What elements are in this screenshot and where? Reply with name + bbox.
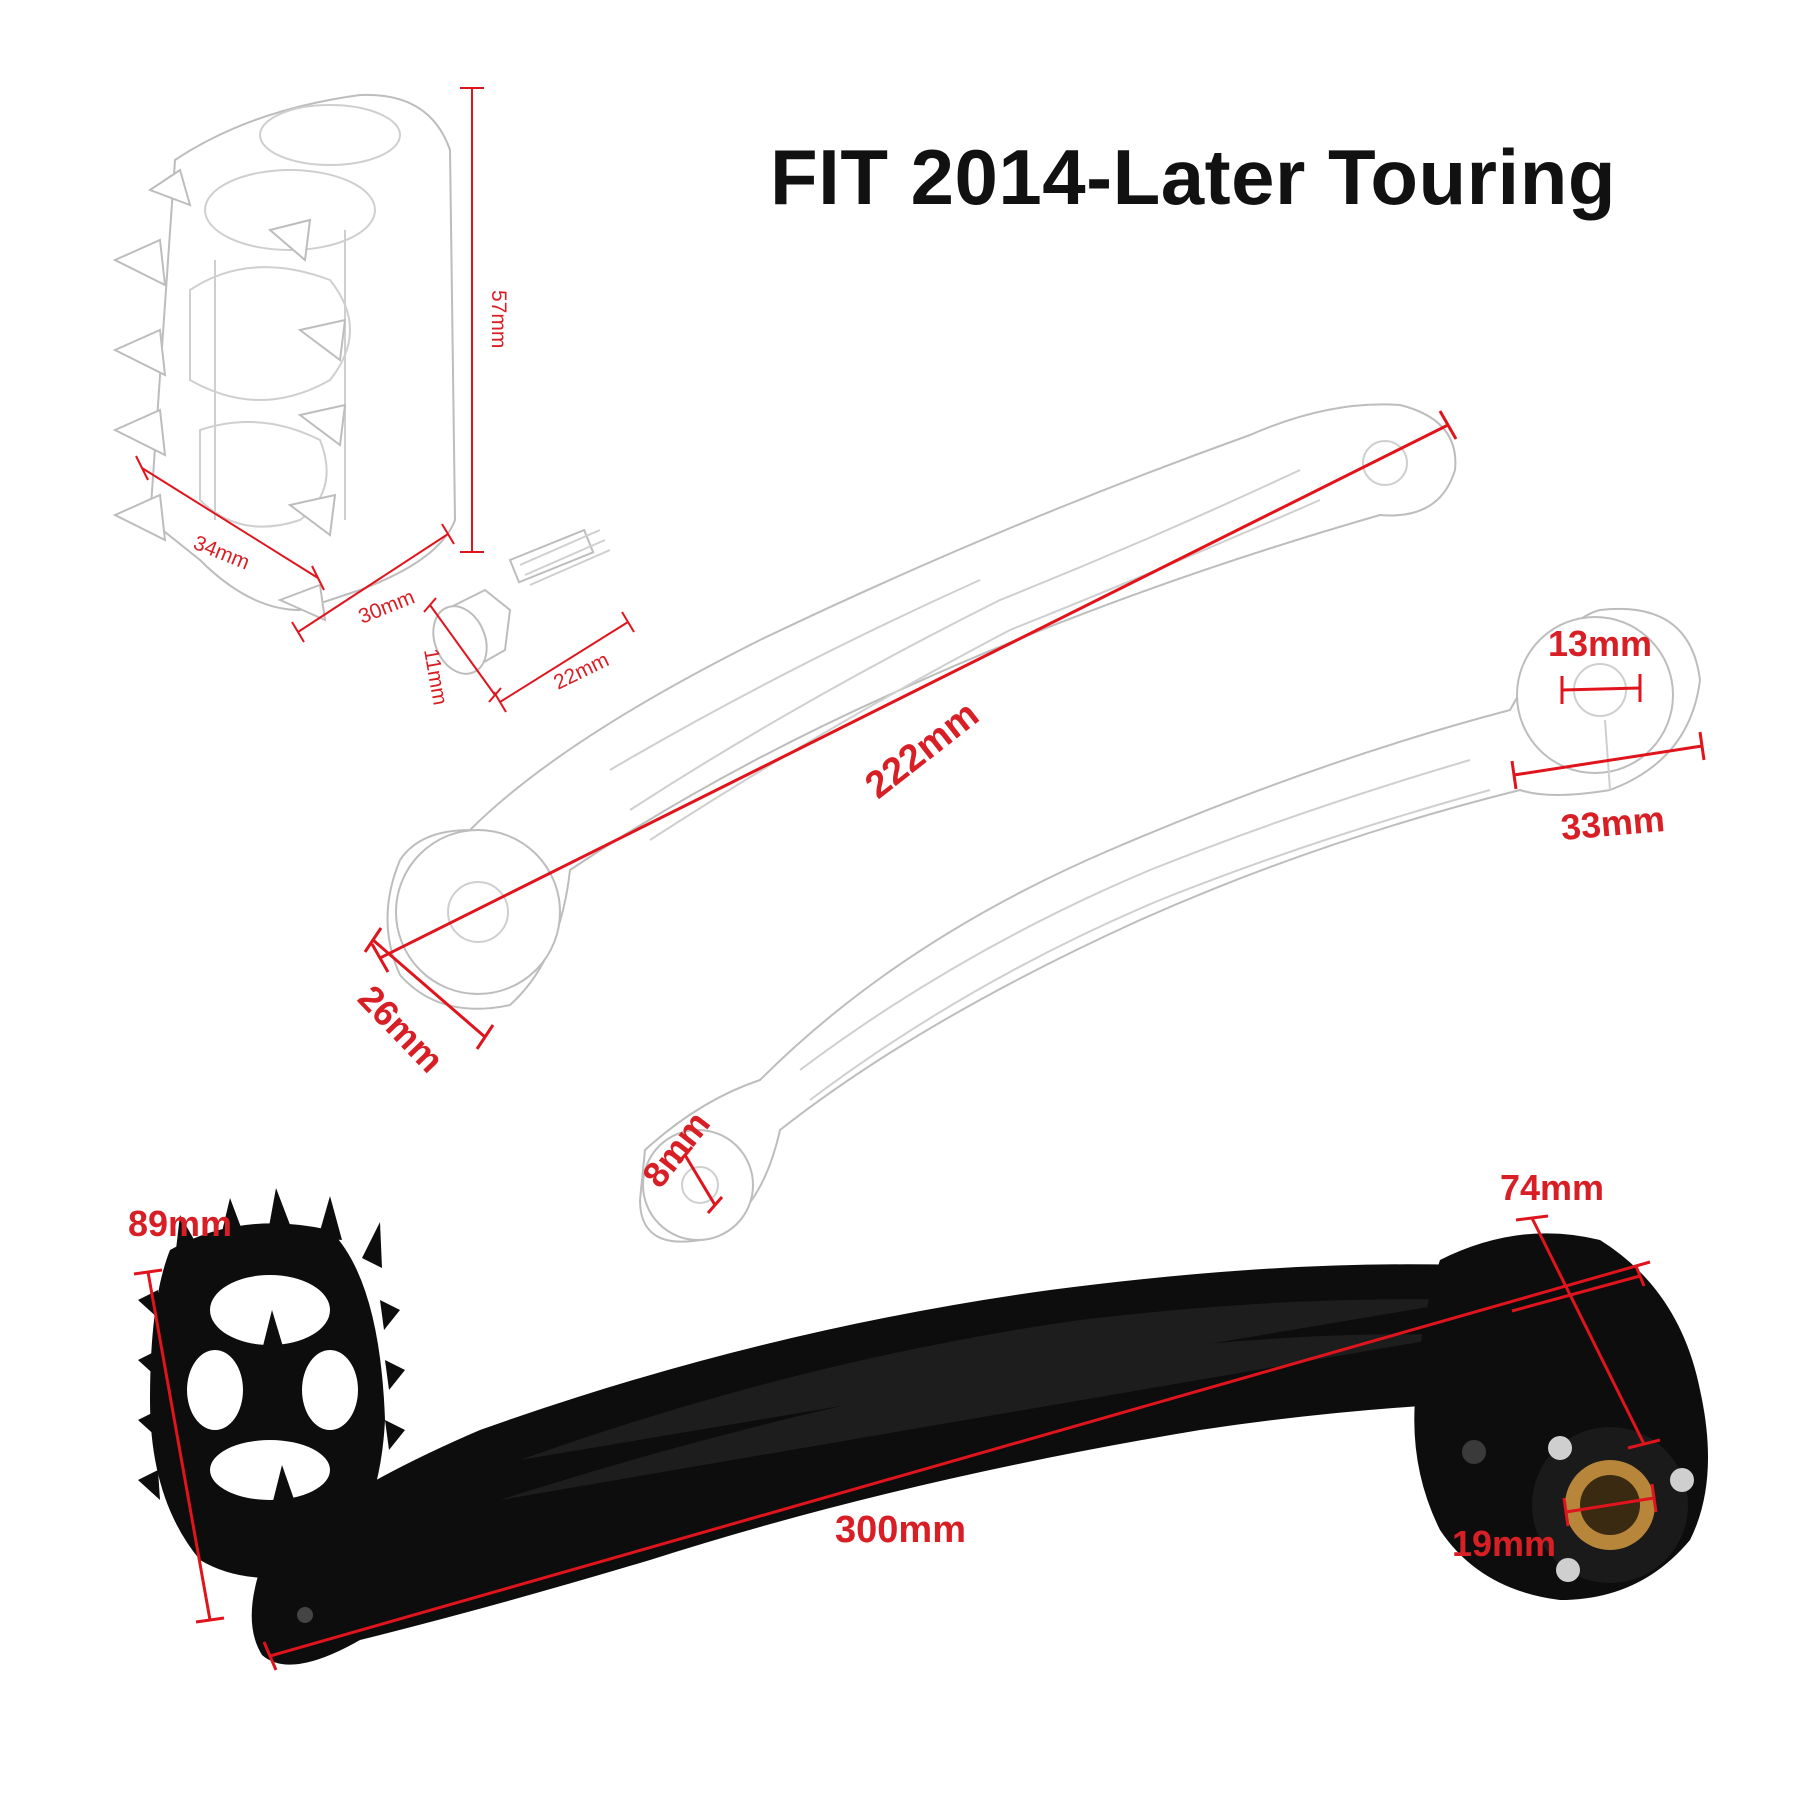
bolt-length-dimension xyxy=(493,611,635,713)
lever-hub-dimension xyxy=(1511,1214,1661,1450)
lower-rod-clamp-dimension xyxy=(1560,674,1642,704)
lower-rod-end-label: 33mm xyxy=(1559,798,1666,848)
lever-peg-dimension xyxy=(133,1268,225,1624)
upper-chrome-rod xyxy=(386,403,1457,1010)
lever-length-dimension xyxy=(262,1260,1651,1671)
lower-rod-end-dimension xyxy=(1510,731,1706,790)
lever-peg-label: 89mm xyxy=(128,1203,232,1244)
lever-length-label: 300mm xyxy=(835,1509,966,1551)
bolt xyxy=(432,528,611,675)
peg-height-dimension xyxy=(460,87,484,553)
black-shift-lever xyxy=(138,1188,1708,1665)
peg-width-dimension xyxy=(291,523,455,643)
peg-length-dimension xyxy=(135,455,325,591)
upper-rod-end-dimension xyxy=(363,927,495,1050)
lever-bore-label: 19mm xyxy=(1452,1523,1556,1564)
lower-rod-clamp-label: 13mm xyxy=(1548,623,1652,664)
lower-rod-hole-dimension xyxy=(676,1146,724,1214)
peg-width-label: 30mm xyxy=(355,585,418,628)
peg-height-label: 57mm xyxy=(487,290,510,348)
chrome-foot-peg xyxy=(112,93,457,622)
lever-hub-label: 74mm xyxy=(1500,1167,1604,1208)
lever-bore-dimension xyxy=(1562,1483,1658,1527)
upper-rod-length-dimension xyxy=(370,410,1458,973)
bolt-length-label: 22mm xyxy=(550,648,613,694)
fitment-headline: FIT 2014-Later Touring xyxy=(770,133,1616,221)
